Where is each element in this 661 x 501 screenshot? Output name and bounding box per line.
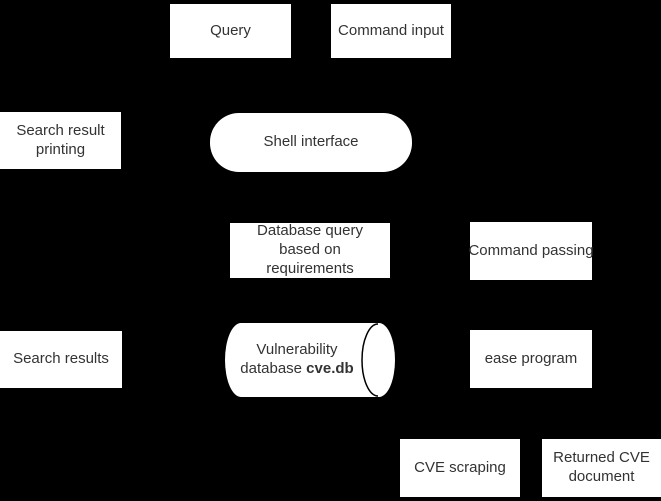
vulnerability-database-line2-prefix: database [240, 360, 307, 377]
node-cve-scraping: CVE scraping [400, 439, 520, 497]
node-search-result-printing-label: Search result printing [16, 121, 105, 158]
node-search-result-printing: Search result printing [0, 112, 121, 169]
node-search-results-label: Search results [13, 350, 109, 368]
node-search-results: Search results [0, 331, 122, 388]
cylinder-cap-icon [361, 323, 379, 397]
node-ease-program: ease program [470, 330, 592, 388]
node-query-label: Query [210, 21, 251, 39]
node-query: Query [170, 4, 291, 58]
node-vulnerability-database-label: Vulnerability database cve.db [240, 341, 379, 379]
node-vulnerability-database: Vulnerability database cve.db [225, 323, 395, 397]
vulnerability-database-filename: cve.db [306, 360, 354, 377]
node-shell-interface-label: Shell interface [263, 133, 359, 151]
node-shell-interface: Shell interface [210, 113, 412, 172]
node-command-passing-label: Command passing [468, 241, 594, 259]
node-ease-program-label: ease program [484, 349, 578, 367]
node-command-passing: Command passing [468, 222, 594, 280]
node-database-query: Database query based on requirements [230, 222, 390, 278]
node-database-query-label: Database query based on requirements [257, 222, 363, 277]
node-cve-scraping-label: CVE scraping [414, 458, 506, 476]
node-returned-cve-document-label: Returned CVE document [553, 449, 650, 485]
vulnerability-database-line1: Vulnerability [256, 341, 338, 359]
node-returned-cve-document: Returned CVE document [542, 439, 661, 497]
node-command-input-label: Command input [338, 21, 444, 39]
node-command-input: Command input [331, 4, 451, 58]
